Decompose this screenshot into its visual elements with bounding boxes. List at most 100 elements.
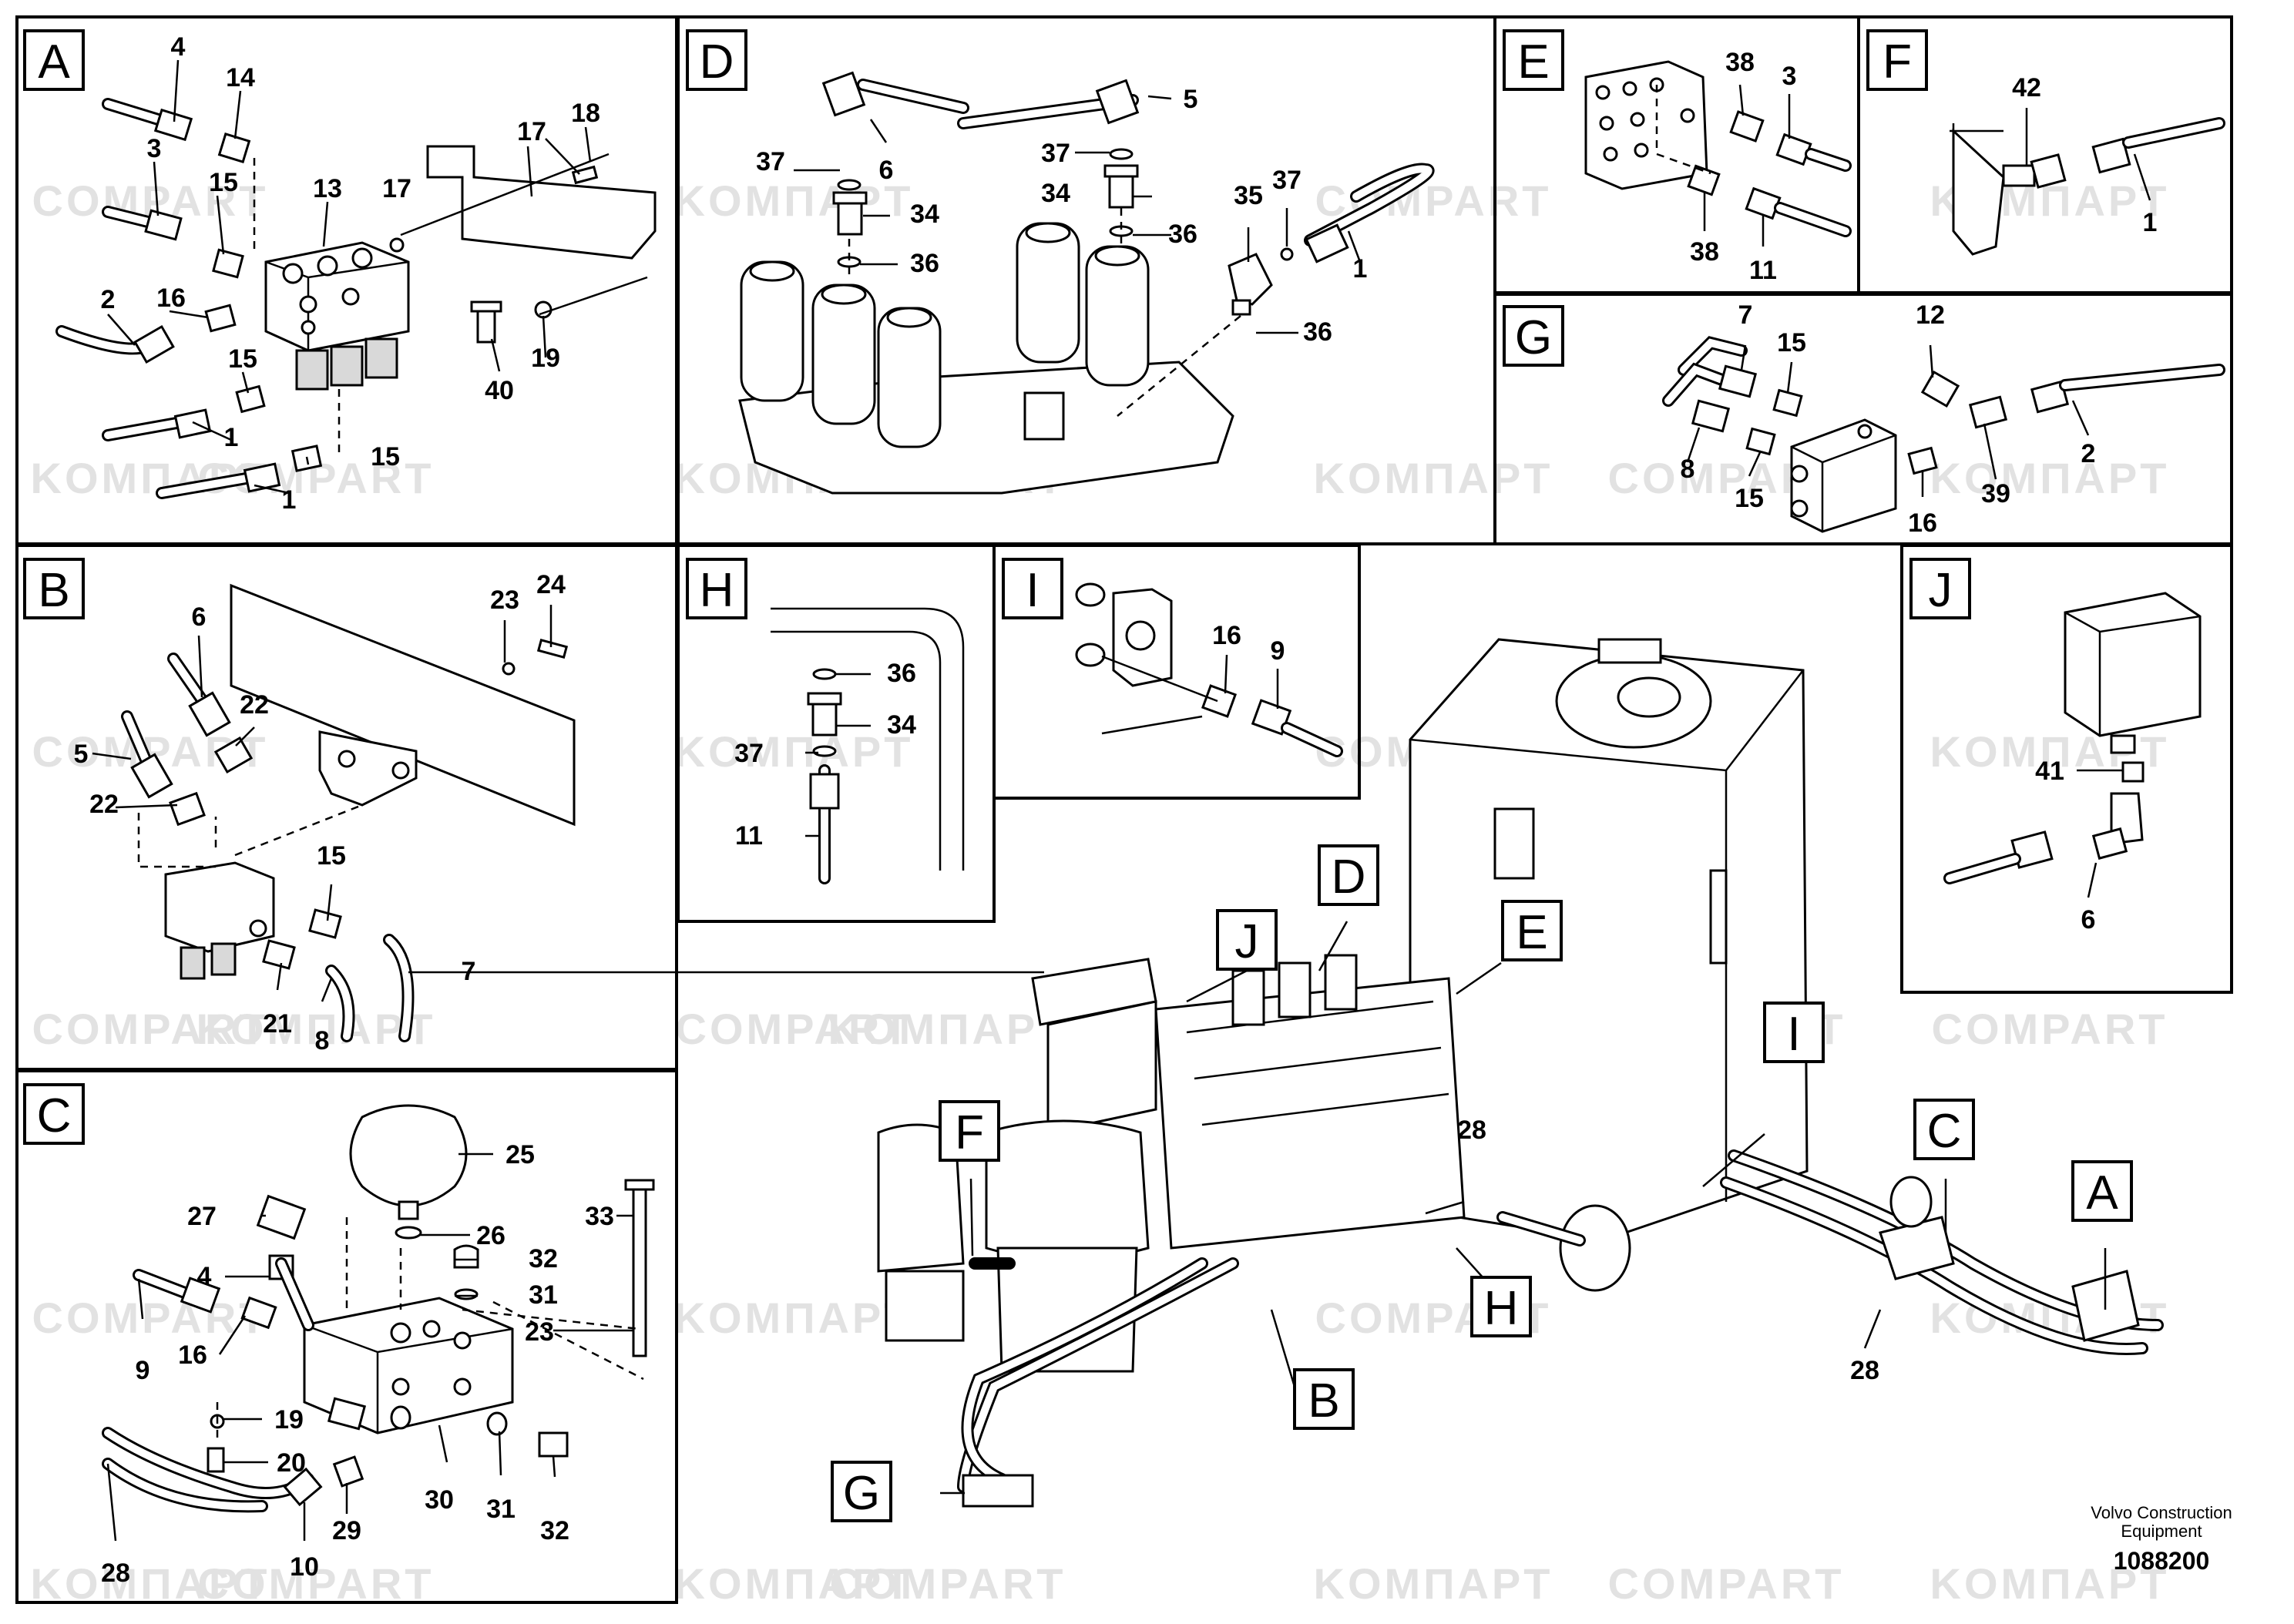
panel-g-drawing bbox=[1662, 336, 2225, 533]
watermark-text: KOMПAPT bbox=[1314, 454, 1553, 502]
part-number-label: 6 bbox=[2081, 905, 2096, 934]
overview-callout-a-box bbox=[2071, 1160, 2133, 1222]
panel-i-frame bbox=[992, 544, 1361, 800]
panel-g-frame bbox=[1493, 293, 2233, 545]
part-number-label: 18 bbox=[571, 99, 600, 128]
panel-i-drawing bbox=[1075, 582, 1343, 757]
panel-f-label-box bbox=[1866, 29, 1928, 91]
panel-j-label: J bbox=[1909, 558, 1971, 619]
panel-d-drawing bbox=[738, 71, 1435, 495]
panel-d-label-letter: D bbox=[700, 35, 734, 89]
panel-e-drawing bbox=[1584, 60, 1852, 237]
overview-callout-f-letter: F bbox=[955, 1106, 984, 1159]
part-number-label: 2 bbox=[101, 285, 116, 314]
panel-g-label-box bbox=[1503, 305, 1564, 367]
part-number-label: 1 bbox=[224, 423, 239, 452]
panel-j-label-box bbox=[1909, 558, 1971, 619]
part-number-label: 34 bbox=[887, 710, 916, 740]
part-number-label: 32 bbox=[529, 1244, 558, 1273]
watermark-text: COMPART bbox=[198, 1559, 435, 1608]
overview-callout-c: C bbox=[1913, 1099, 1975, 1160]
watermark-text: COMPART bbox=[676, 1005, 912, 1053]
part-number-label: 6 bbox=[192, 602, 207, 632]
panel-h-drawing bbox=[771, 607, 965, 884]
watermark-text: COMPART bbox=[1608, 1559, 1845, 1608]
panel-i-label-letter: I bbox=[1026, 564, 1039, 617]
part-number-label: 27 bbox=[187, 1202, 217, 1231]
part-number-label: 37 bbox=[756, 147, 785, 176]
part-number-label: 7 bbox=[1738, 300, 1753, 330]
part-number-label: 26 bbox=[476, 1221, 505, 1250]
panel-f-label-letter: F bbox=[1883, 35, 1912, 89]
panel-h-label-letter: H bbox=[700, 564, 734, 617]
part-number-label: 32 bbox=[540, 1516, 569, 1545]
panel-e-label: E bbox=[1503, 29, 1564, 91]
panel-f-drawing bbox=[1950, 117, 2225, 256]
part-number-label: 33 bbox=[585, 1202, 614, 1231]
panel-h-label: H bbox=[686, 558, 747, 619]
panel-h-label-box bbox=[686, 558, 747, 619]
part-number-label: 28 bbox=[101, 1559, 130, 1588]
overview-callout-h-box bbox=[1470, 1276, 1532, 1337]
part-number-label: 34 bbox=[910, 200, 939, 229]
overview-callout-f-box bbox=[939, 1100, 1000, 1162]
panel-e-label-letter: E bbox=[1517, 35, 1549, 89]
part-number-label: 5 bbox=[74, 740, 89, 769]
part-number-label: 1 bbox=[282, 485, 297, 515]
overview-callout-b-box bbox=[1293, 1368, 1355, 1430]
overview-callout-a-letter: A bbox=[2086, 1166, 2118, 1220]
panel-c-label: C bbox=[23, 1083, 85, 1145]
overview-callout-d-box bbox=[1318, 844, 1379, 906]
part-number-label: 29 bbox=[332, 1516, 361, 1545]
panel-a-label-letter: A bbox=[38, 35, 70, 89]
part-number-label: 23 bbox=[490, 586, 519, 615]
overview-callout-d: D bbox=[1318, 844, 1379, 906]
part-number-label: 16 bbox=[1908, 508, 1937, 538]
watermark-text: KOMПAPT bbox=[674, 1559, 914, 1608]
part-number-label: 10 bbox=[290, 1552, 319, 1582]
part-number-label: 20 bbox=[277, 1448, 306, 1478]
panel-d-label-box bbox=[686, 29, 747, 91]
overview-callout-b-letter: B bbox=[1308, 1374, 1339, 1428]
overview-callout-e: E bbox=[1501, 900, 1563, 961]
overview-callout-j-letter: J bbox=[1235, 915, 1259, 968]
part-number-label: 22 bbox=[89, 790, 119, 819]
overview-callout-c-box bbox=[1913, 1099, 1975, 1160]
part-number-label: 17 bbox=[517, 117, 546, 146]
overview-part-number-label: 28 bbox=[1850, 1356, 1879, 1385]
part-number-label: 4 bbox=[171, 32, 186, 62]
part-number-label: 22 bbox=[240, 690, 269, 720]
part-number-label: 31 bbox=[529, 1280, 558, 1310]
panel-g-label-letter: G bbox=[1515, 311, 1552, 364]
watermark-text: KOMПAPT bbox=[674, 727, 914, 776]
part-number-label: 39 bbox=[1981, 479, 2010, 508]
part-number-label: 31 bbox=[486, 1495, 516, 1524]
footer-block: Volvo Construction Equipment 1088200 bbox=[2091, 1503, 2232, 1575]
watermark-text: KOMПAPT bbox=[674, 176, 914, 225]
overview-callout-f: F bbox=[939, 1100, 1000, 1162]
panel-c-drawing bbox=[102, 1104, 655, 1513]
watermark-text: KOMПAPT bbox=[31, 1559, 270, 1608]
part-number-label: 2 bbox=[2081, 439, 2096, 468]
panel-i-label-box bbox=[1002, 558, 1063, 619]
panel-g-label: G bbox=[1503, 305, 1564, 367]
part-number-label: 5 bbox=[1184, 85, 1198, 114]
overview-callout-i: I bbox=[1763, 1002, 1825, 1063]
part-number-label: 25 bbox=[505, 1140, 535, 1169]
overview-callout-g-letter: G bbox=[843, 1467, 880, 1520]
part-number-label: 8 bbox=[1681, 455, 1695, 484]
part-number-label: 38 bbox=[1690, 237, 1719, 267]
part-number-label: 15 bbox=[317, 841, 346, 871]
part-number-label: 19 bbox=[274, 1405, 304, 1434]
overview-callout-j-box bbox=[1216, 909, 1278, 971]
part-number-label: 16 bbox=[156, 284, 186, 313]
panel-b-label-box bbox=[23, 558, 85, 619]
part-number-label: 9 bbox=[1271, 636, 1285, 666]
part-number-label: 15 bbox=[371, 442, 400, 471]
panel-c-label-box bbox=[23, 1083, 85, 1145]
panel-b-label-letter: B bbox=[38, 564, 69, 617]
footer-drawing-code: 1088200 bbox=[2114, 1547, 2210, 1575]
part-number-label: 4 bbox=[197, 1262, 212, 1291]
overview-callout-h-letter: H bbox=[1484, 1282, 1519, 1335]
